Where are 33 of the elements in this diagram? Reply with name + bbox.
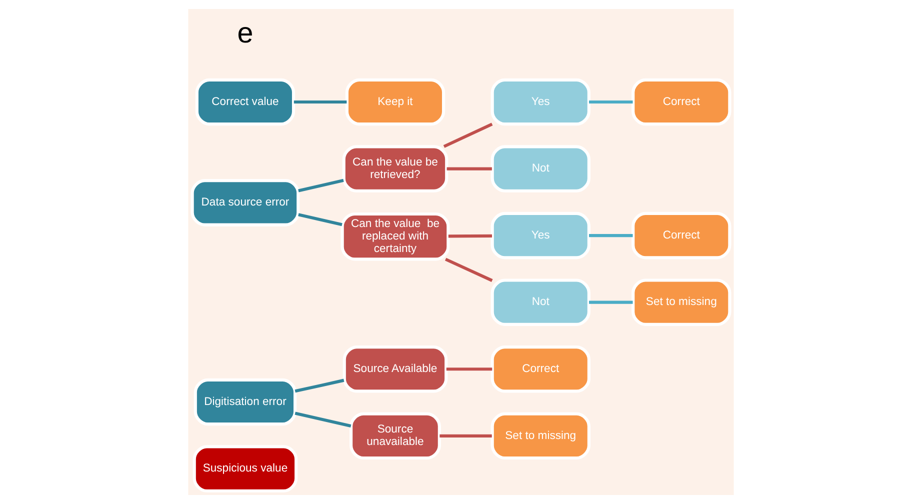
label: e [237, 16, 254, 49]
node-box: Can the value be replaced with certainty [340, 212, 450, 260]
node-box: Source unavailable [350, 412, 441, 460]
connector [294, 100, 347, 104]
node-box: Set to missing [490, 412, 590, 460]
connector [446, 367, 492, 370]
node-box: Yes [490, 211, 590, 259]
node-box: Data source error [190, 178, 300, 226]
node-box: Correct [632, 211, 732, 259]
node-box: Correct value [195, 78, 296, 126]
node-box: Set to missing [632, 278, 732, 326]
node-box: Correct [490, 345, 590, 392]
connector [448, 234, 492, 238]
connector [446, 166, 492, 170]
connector [298, 178, 344, 192]
connector [294, 378, 344, 392]
connector [444, 257, 493, 282]
node-box: Source Available [342, 345, 448, 392]
connector [440, 434, 492, 437]
connector [298, 212, 342, 226]
node-box: Suspicious value [192, 444, 298, 492]
node-box: Not [490, 144, 590, 192]
node-box: Not [490, 278, 590, 326]
node-box: Digitisation error [194, 378, 297, 426]
node-box: Yes [490, 78, 590, 126]
node-box: Correct [632, 78, 732, 126]
connector [294, 411, 352, 427]
node-box: Can the value be retrieved? [342, 144, 448, 192]
connector [589, 234, 633, 237]
connector [443, 122, 493, 148]
connector [589, 100, 633, 104]
node-box: Keep it [345, 78, 446, 126]
connector [589, 300, 633, 304]
